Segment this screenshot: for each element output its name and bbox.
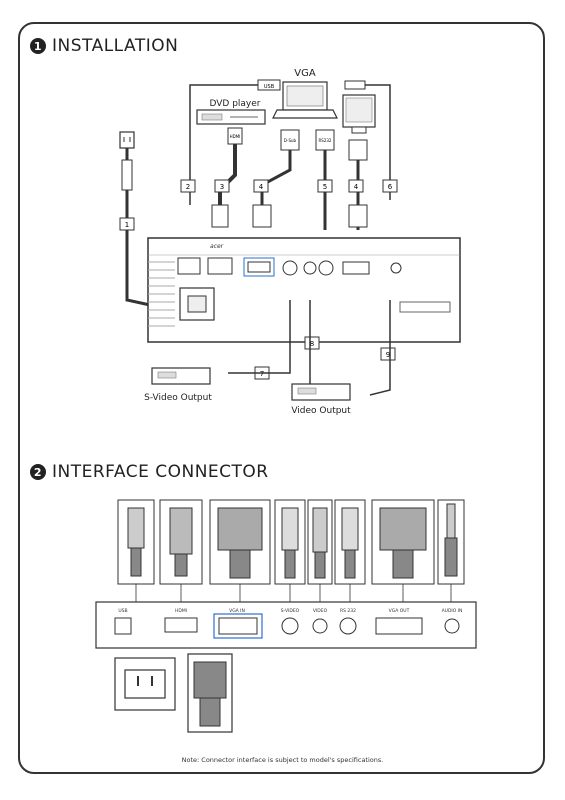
section-number-badge: 2	[30, 464, 46, 480]
dsub-connector-bottom	[252, 204, 272, 228]
svg-text:8: 8	[310, 340, 314, 348]
svg-text:acer: acer	[210, 243, 224, 250]
svg-text:S-VIDEO: S-VIDEO	[281, 608, 300, 614]
svg-text:RS232: RS232	[319, 138, 332, 143]
svg-text:HDMI: HDMI	[230, 134, 241, 139]
svg-text:2: 2	[186, 183, 190, 191]
hdmi-connector-bottom	[211, 204, 229, 228]
footnote: Note: Connector interface is subject to …	[181, 756, 384, 764]
projector-icon: acer	[147, 237, 461, 343]
svideo-output-device-icon	[151, 367, 211, 385]
dsub-connector-monitor	[348, 139, 368, 161]
page-frame	[18, 22, 545, 774]
dvd-player-icon	[196, 109, 266, 125]
svg-text:VGA OUT: VGA OUT	[389, 608, 410, 614]
section-title: INTERFACE CONNECTOR	[52, 462, 269, 482]
dsub-connector-vgaout	[348, 204, 368, 228]
section-number-badge: 1	[30, 38, 46, 54]
svg-text:5: 5	[323, 183, 327, 191]
svg-text:VGA IN: VGA IN	[229, 608, 245, 614]
svg-text:USB: USB	[118, 608, 127, 614]
video-output-device-icon	[291, 383, 351, 401]
usb-connector	[257, 79, 281, 91]
svg-text:9: 9	[386, 351, 390, 359]
laptop-icon	[272, 81, 338, 119]
audio-plug	[344, 80, 366, 90]
installation-heading: 1 INSTALLATION	[30, 36, 178, 56]
installation-diagram: VGA DVD player USB HDMI D-Sub RS232	[119, 68, 461, 416]
svg-text:HDMI: HDMI	[175, 608, 187, 614]
interface-diagram: USB HDMI VGA IN S-VIDEO VIDEO RS 232 VGA…	[95, 499, 477, 733]
svg-text:4: 4	[259, 183, 264, 191]
dvd-player-label: DVD player	[209, 99, 260, 109]
svg-text:4: 4	[354, 183, 359, 191]
hdmi-connector-top	[227, 127, 243, 145]
svg-text:7: 7	[260, 370, 264, 378]
rs232-connector	[315, 129, 335, 151]
power-socket-icon	[119, 131, 135, 149]
svg-text:6: 6	[388, 183, 393, 191]
svg-text:D-Sub: D-Sub	[284, 138, 297, 143]
svideo-output-label: S-Video Output	[144, 393, 212, 403]
dsub-connector-top	[280, 129, 300, 151]
section-title: INSTALLATION	[52, 36, 179, 56]
svg-text:3: 3	[220, 183, 224, 191]
svg-text:VIDEO: VIDEO	[313, 608, 328, 614]
panel-port-labels: USB HDMI VGA IN S-VIDEO VIDEO RS 232 VGA…	[118, 608, 462, 614]
power-plug	[121, 159, 133, 191]
svg-text:AUDIO IN: AUDIO IN	[442, 608, 463, 614]
monitor-icon	[342, 94, 376, 134]
svg-text:RS 232: RS 232	[340, 608, 356, 614]
video-output-label: Video Output	[291, 406, 351, 416]
svg-text:1: 1	[125, 221, 129, 229]
svg-text:USB: USB	[264, 84, 275, 90]
interface-heading: 2 INTERFACE CONNECTOR	[30, 462, 269, 482]
cable-number-labels: 2 3 4 5 4 6 1 7 8 9	[119, 179, 398, 380]
vga-label: VGA	[294, 68, 316, 79]
